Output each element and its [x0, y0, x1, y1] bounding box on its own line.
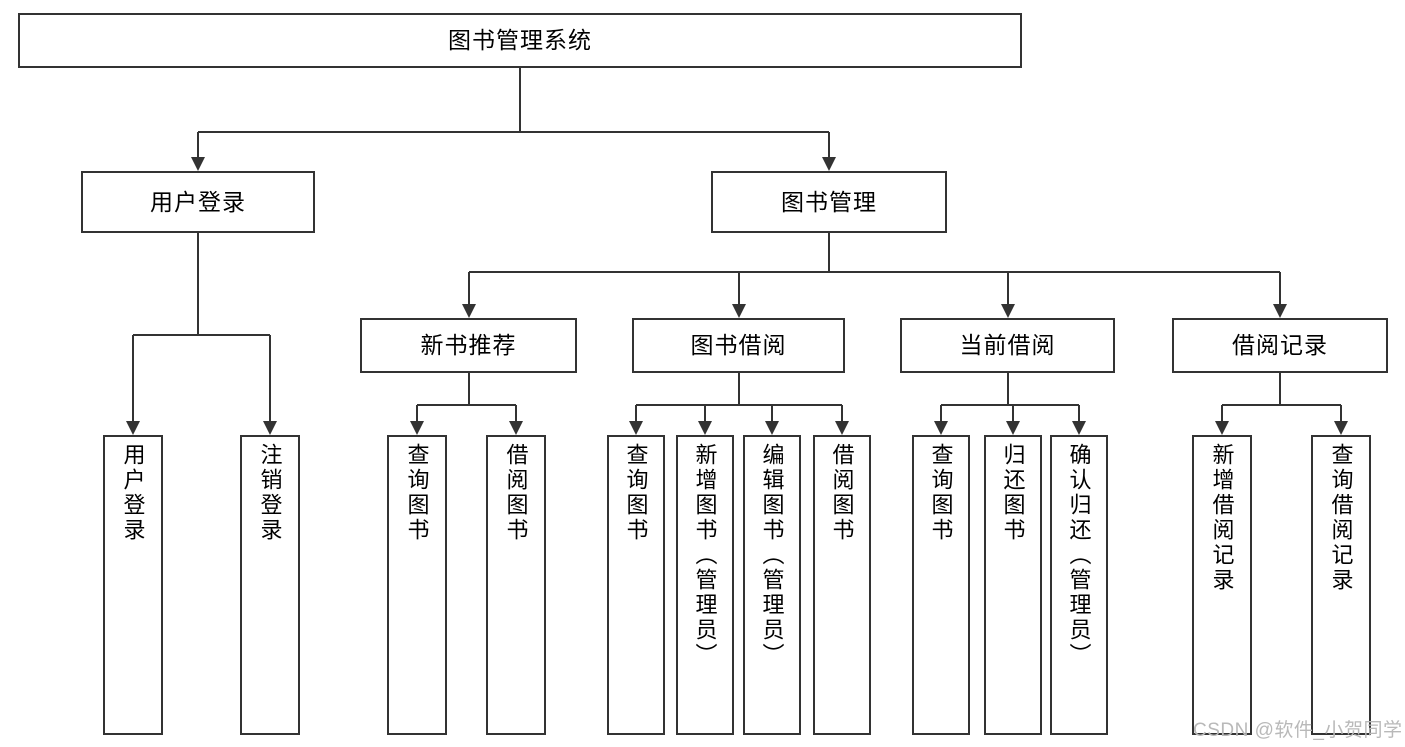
connector-vertical	[635, 405, 637, 421]
connector-group-stem	[197, 233, 199, 335]
node-new-book-recommend[interactable]: 新书推荐	[360, 318, 577, 373]
node-label: 当前借阅	[959, 332, 1056, 358]
connector-bm-stem	[828, 233, 830, 272]
connector-vertical	[1279, 272, 1281, 304]
connector-group-bus	[133, 334, 270, 336]
leaf-node[interactable]: 用户登录	[103, 435, 163, 735]
leaf-node[interactable]: 查询图书	[912, 435, 970, 735]
arrowhead-icon	[1215, 421, 1229, 435]
arrowhead-icon	[1334, 421, 1348, 435]
connector-group-bus	[636, 404, 842, 406]
node-label: 图书管理	[781, 188, 877, 215]
arrowhead-icon	[126, 421, 140, 435]
arrowhead-icon	[410, 421, 424, 435]
leaf-node[interactable]: 归还图书	[984, 435, 1042, 735]
node-label: 注销登录	[257, 443, 283, 543]
node-label: 新增图书（管理员）	[692, 443, 718, 668]
node-label: 归还图书	[1000, 443, 1026, 543]
arrowhead-icon	[934, 421, 948, 435]
connector-group-stem	[467, 373, 470, 405]
arrowhead-icon	[461, 304, 476, 318]
node-label: 编辑图书（管理员）	[759, 443, 785, 668]
connector-vertical	[737, 272, 740, 304]
arrowhead-icon	[1000, 304, 1015, 318]
connector-vertical	[940, 405, 942, 421]
connector-vertical	[841, 405, 843, 421]
arrowhead-icon	[263, 421, 277, 435]
node-label: 用户登录	[120, 443, 146, 543]
node-borrow-record[interactable]: 借阅记录	[1172, 318, 1388, 373]
arrowhead-icon	[191, 157, 205, 171]
arrowhead-icon	[731, 304, 746, 318]
connector-group-stem	[1006, 373, 1009, 405]
connector-vertical	[1012, 405, 1014, 421]
node-label: 查询图书	[623, 443, 649, 543]
arrowhead-icon	[822, 157, 836, 171]
csdn-watermark: CSDN @软件_小贺同学	[1193, 720, 1403, 741]
connector-root-stem-line	[519, 68, 521, 132]
arrowhead-icon	[1006, 421, 1020, 435]
node-label: 借阅图书	[503, 443, 529, 543]
node-label: 查询图书	[404, 443, 430, 543]
arrowhead-icon	[1273, 304, 1287, 318]
node-label: 图书借阅	[690, 332, 787, 358]
node-user-login[interactable]: 用户登录	[81, 171, 315, 233]
connector-vertical	[269, 335, 271, 421]
connector-vertical	[771, 405, 773, 421]
connector-vertical	[132, 335, 134, 421]
connector-vertical	[416, 405, 418, 421]
connector-level3-bus	[468, 271, 1280, 273]
arrowhead-icon	[698, 421, 712, 435]
node-label: 用户登录	[150, 188, 246, 215]
leaf-node[interactable]: 编辑图书（管理员）	[743, 435, 801, 735]
leaf-node[interactable]: 查询图书	[607, 435, 665, 735]
node-current-borrow[interactable]: 当前借阅	[900, 318, 1115, 373]
arrowhead-icon	[835, 421, 849, 435]
connector-group-stem	[737, 373, 740, 405]
leaf-node[interactable]: 注销登录	[240, 435, 300, 735]
connector-vertical	[1006, 272, 1009, 304]
arrowhead-icon	[509, 421, 523, 435]
connector-vertical	[704, 405, 706, 421]
connector-group-bus	[417, 404, 516, 406]
node-label: 新书推荐	[420, 332, 517, 358]
connector-vertical	[828, 132, 830, 157]
node-label: 确认归还（管理员）	[1066, 443, 1092, 668]
leaf-node[interactable]: 借阅图书	[486, 435, 546, 735]
leaf-node[interactable]: 借阅图书	[813, 435, 871, 735]
leaf-node[interactable]: 查询借阅记录	[1311, 435, 1371, 735]
connector-vertical	[515, 405, 517, 421]
connector-group-stem	[1279, 373, 1281, 405]
arrowhead-icon	[629, 421, 643, 435]
connector-vertical	[1340, 405, 1342, 421]
connector-vertical	[197, 132, 199, 157]
node-label: 借阅记录	[1232, 332, 1328, 358]
leaf-node[interactable]: 新增借阅记录	[1192, 435, 1252, 735]
node-book-management[interactable]: 图书管理	[711, 171, 947, 233]
leaf-node[interactable]: 确认归还（管理员）	[1050, 435, 1108, 735]
arrowhead-icon	[1072, 421, 1086, 435]
node-label: 图书管理系统	[448, 27, 592, 53]
node-label: 借阅图书	[829, 443, 855, 543]
connector-group-bus	[1222, 404, 1341, 406]
leaf-node[interactable]: 新增图书（管理员）	[676, 435, 734, 735]
node-label: 查询图书	[928, 443, 954, 543]
leaf-node[interactable]: 查询图书	[387, 435, 447, 735]
connector-group-bus	[941, 404, 1079, 406]
arrowhead-icon	[765, 421, 779, 435]
node-label: 查询借阅记录	[1328, 443, 1354, 593]
connector-vertical	[1221, 405, 1223, 421]
node-label: 新增借阅记录	[1209, 443, 1235, 593]
node-root-system[interactable]: 图书管理系统	[18, 13, 1022, 68]
connector-vertical	[467, 272, 470, 304]
connector-vertical	[1078, 405, 1080, 421]
connector-level2-bus-line	[198, 131, 829, 133]
node-book-borrow[interactable]: 图书借阅	[632, 318, 845, 373]
